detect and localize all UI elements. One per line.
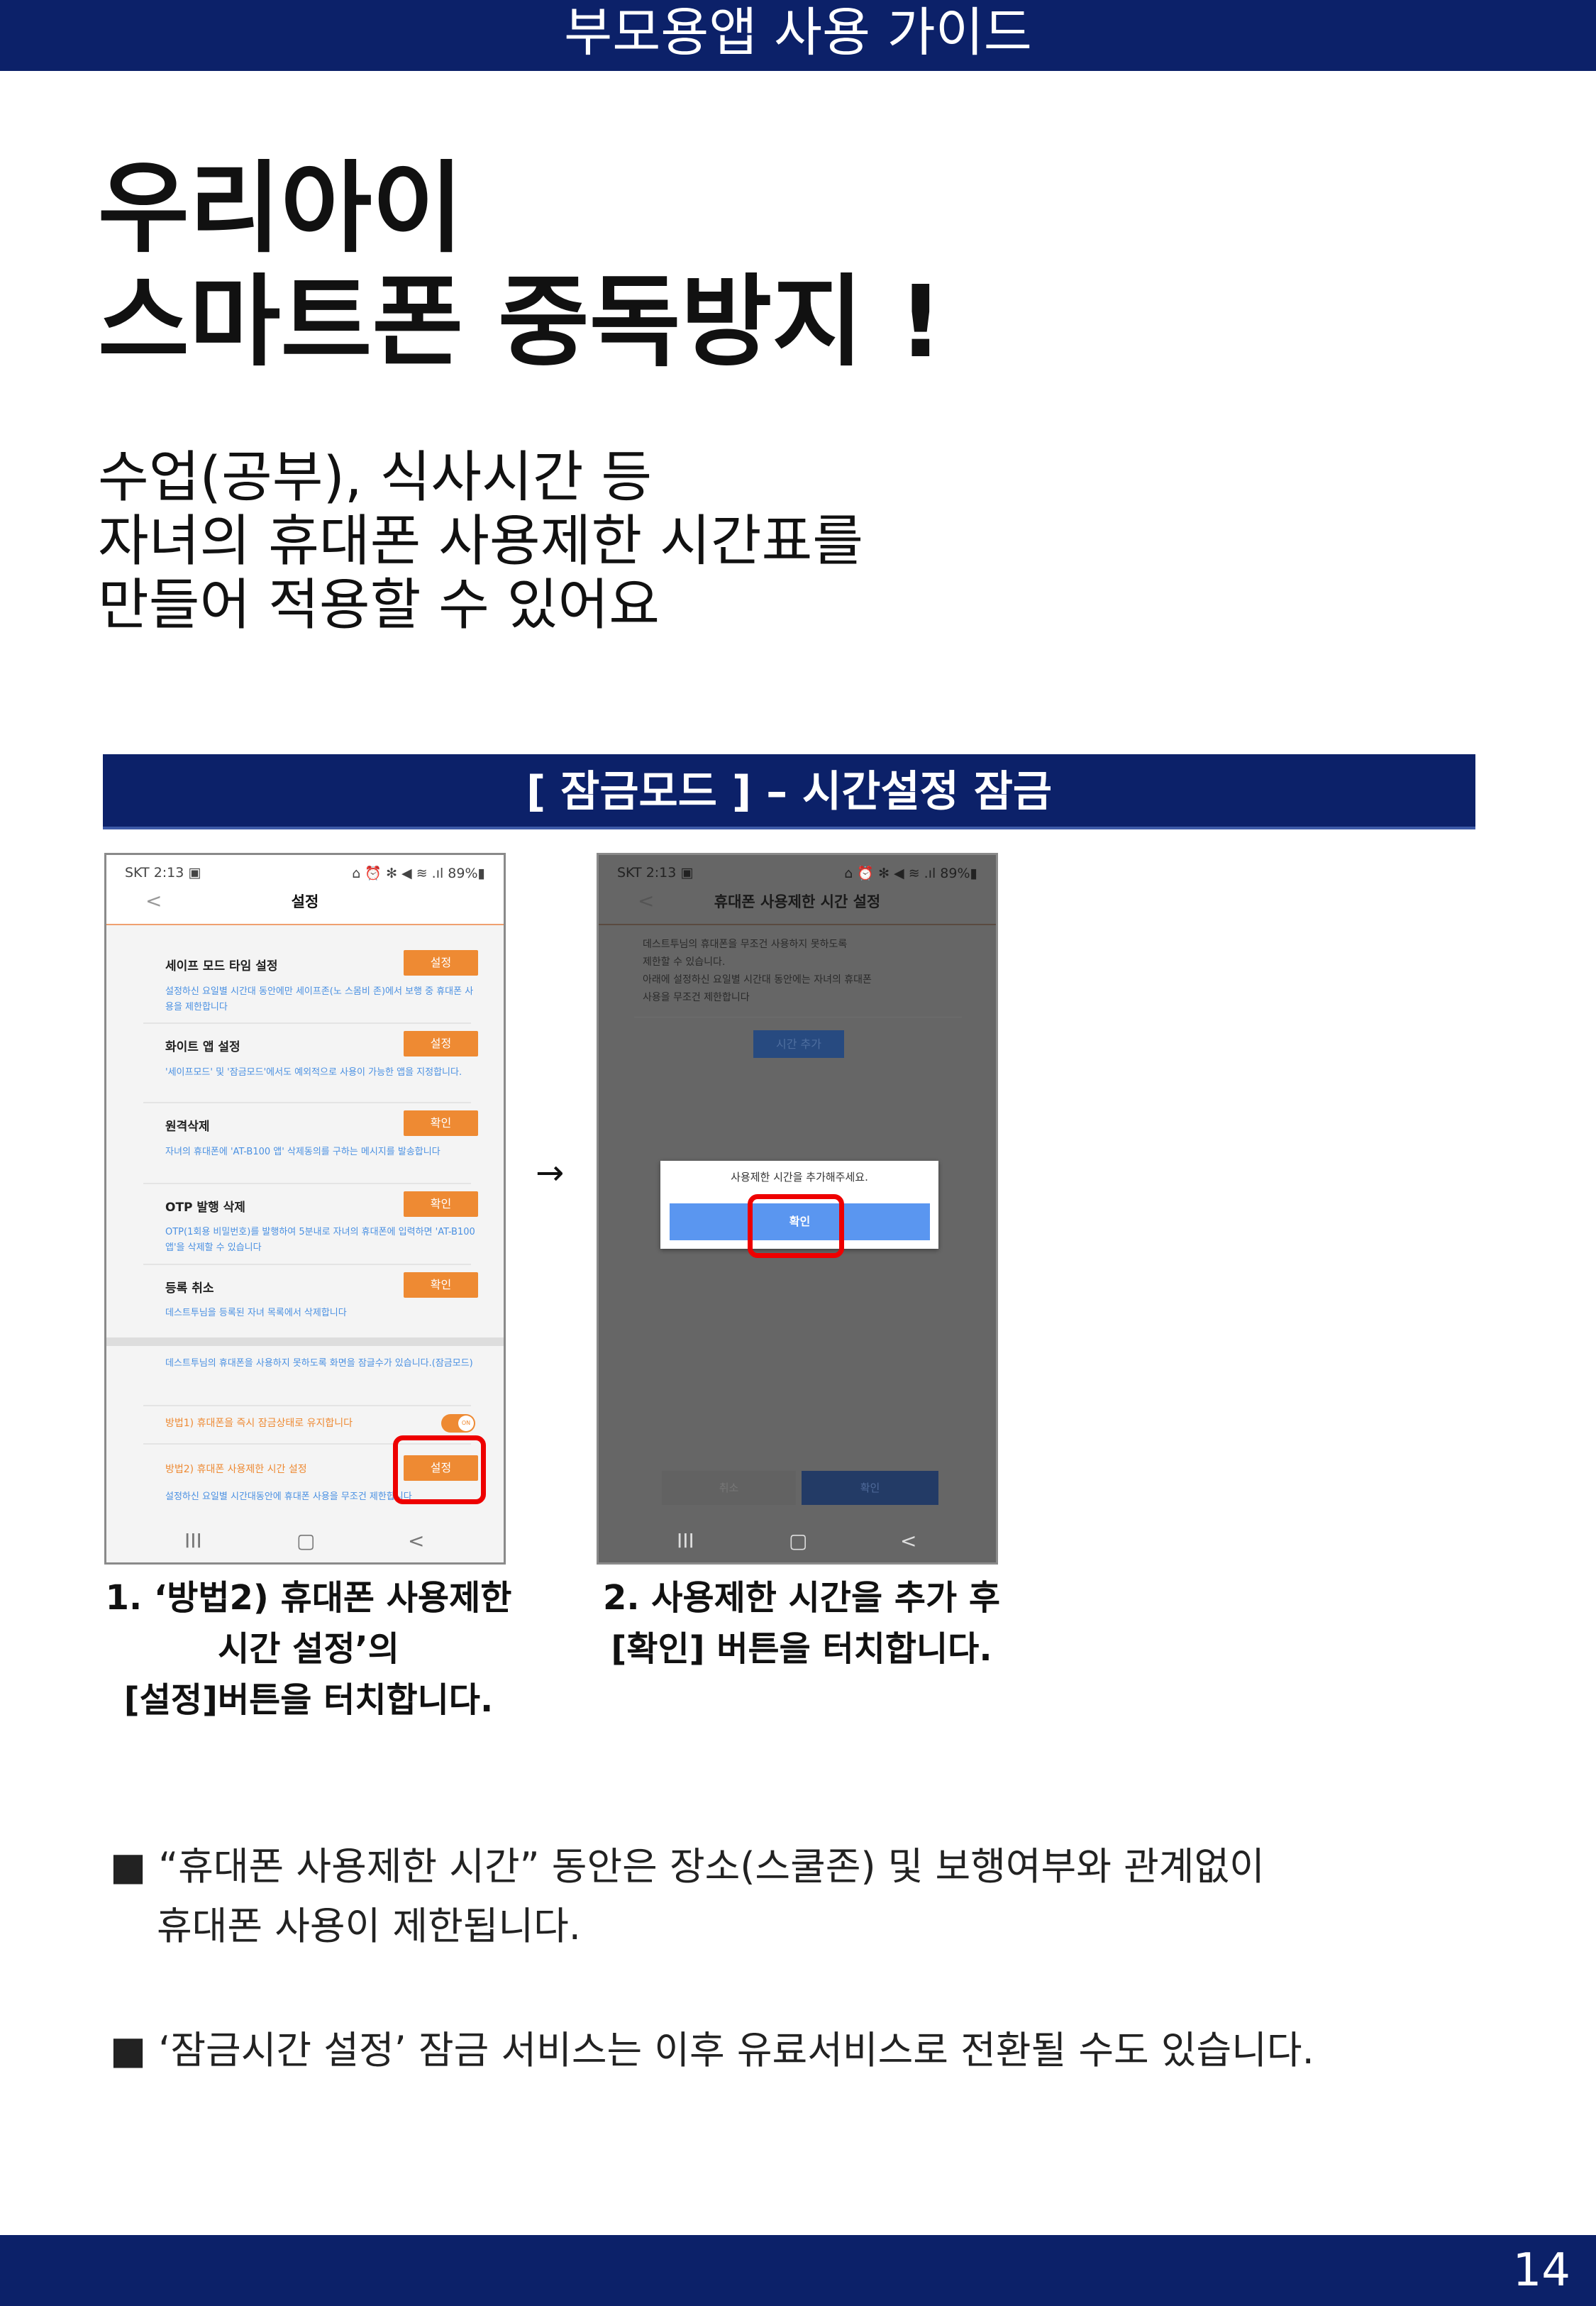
back-icon[interactable]: < xyxy=(145,889,162,912)
item-desc: 자녀의 휴대폰에 'AT-B100 앱' 삭제동의를 구하는 메시지를 발송합니… xyxy=(165,1147,440,1157)
dialog-message: 사용제한 시간을 추가해주세요. xyxy=(731,1171,868,1184)
status-bar-left: SKT 2:13 ▣ xyxy=(125,865,201,881)
desc-line: 제한할 수 있습니다. xyxy=(643,956,726,968)
item-desc: '세이프모드' 및 '잠금모드'에서도 예외적으로 사용이 가능한 앱을 지정합… xyxy=(165,1067,462,1078)
step2-caption: 2. 사용제한 시간을 추가 후 [확인] 버튼을 터치합니다. xyxy=(582,1572,1021,1675)
header-bar: 부모용앱 사용 가이드 xyxy=(0,0,1596,71)
desc-line: 사용을 무조건 제한합니다 xyxy=(643,992,750,1003)
recent-apps-icon[interactable]: III xyxy=(677,1529,694,1552)
cancel-button[interactable]: 취소 xyxy=(662,1471,796,1505)
screen-desc: 데스트투님의 휴대폰을 무조건 사용하지 못하도록 제한할 수 있습니다. 아래… xyxy=(643,936,872,1007)
remote-delete-button[interactable]: 확인 xyxy=(404,1110,478,1136)
phone-screenshot-time-limit: SKT 2:13 ▣ ⌂ ⏰ ✻ ◀︎ ≋ .ıl 89%▮ < 휴대폰 사용제… xyxy=(597,853,998,1565)
desc-line: 아래에 설정하신 요일별 시간대 동안에는 자녀의 휴대폰 xyxy=(643,974,872,986)
confirm-button[interactable]: 확인 xyxy=(802,1471,938,1505)
header-title: 부모용앱 사용 가이드 xyxy=(564,2,1032,63)
subtitle-line: 만들어 적용할 수 있어요 xyxy=(98,573,660,637)
screen-title: 설정 xyxy=(291,893,319,910)
item-title: OTP 발행 삭제 xyxy=(165,1201,245,1215)
toggle-state: ON xyxy=(458,1416,474,1431)
bullet-icon: ■ xyxy=(110,2028,147,2073)
unregister-button[interactable]: 확인 xyxy=(404,1272,478,1298)
method2-desc: 설정하신 요일별 시간대동안에 휴대폰 사용을 무조건 제한합니다 xyxy=(165,1491,412,1502)
recent-apps-icon[interactable]: III xyxy=(184,1529,202,1552)
method2-set-button[interactable]: 설정 xyxy=(404,1455,478,1481)
add-time-button[interactable]: 시간 추가 xyxy=(753,1030,844,1058)
back-nav-icon[interactable]: < xyxy=(408,1529,425,1552)
arrow-icon: → xyxy=(536,1153,565,1193)
safe-mode-time-button[interactable]: 설정 xyxy=(404,950,478,976)
method2-label: 방법2) 휴대폰 사용제한 시간 설정 xyxy=(165,1464,307,1475)
item-title: 화이트 앱 설정 xyxy=(165,1040,240,1054)
phone-screenshot-settings: SKT 2:13 ▣ ⌂ ⏰ ✻ ◀︎ ≋ .ıl 89%▮ < 설정 세이프 … xyxy=(104,853,506,1565)
item-desc: 설정하신 요일별 시간대 동안에만 세이프존(노 스몸비 존)에서 보행 중 휴… xyxy=(165,986,474,1013)
otp-delete-button[interactable]: 확인 xyxy=(404,1191,478,1217)
note-2: ■ ‘잠금시간 설정’ 잠금 서비스는 이후 유료서비스로 전환될 수도 있습니… xyxy=(110,2021,1314,2080)
note-text: “휴대폰 사용제한 시간” 동안은 장소(스쿨존) 및 보행여부와 관계없이 xyxy=(158,1844,1265,1889)
caption-line: [확인] 버튼을 터치합니다. xyxy=(611,1629,992,1669)
subtitle-line: 수업(공부), 식사시간 등 xyxy=(98,446,653,509)
back-icon[interactable]: < xyxy=(638,889,655,912)
bullet-icon: ■ xyxy=(110,1844,147,1889)
caption-line: 1. ‘방법2) 휴대폰 사용제한 xyxy=(105,1578,512,1618)
note-1: ■ “휴대폰 사용제한 시간” 동안은 장소(스쿨존) 및 보행여부와 관계없이… xyxy=(110,1837,1265,1956)
title-line-1: 우리아이 xyxy=(98,151,464,267)
caption-line: [설정]버튼을 터치합니다. xyxy=(123,1680,494,1720)
desc-line: 데스트투님의 휴대폰을 무조건 사용하지 못하도록 xyxy=(643,939,848,950)
page-title: 우리아이 스마트폰 중독방지 ! xyxy=(98,153,943,380)
title-line-2: 스마트폰 중독방지 ! xyxy=(98,265,943,380)
white-app-button[interactable]: 설정 xyxy=(404,1031,478,1057)
footer-bar: 14 xyxy=(0,2235,1596,2306)
dialog-confirm-button[interactable]: 확인 xyxy=(670,1203,930,1240)
status-bar-right: ⌂ ⏰ ✻ ◀︎ ≋ .ıl 89%▮ xyxy=(352,866,485,881)
method1-label: 방법1) 휴대폰을 즉시 잠금상태로 유지합니다 xyxy=(165,1418,353,1429)
screen-title: 휴대폰 사용제한 시간 설정 xyxy=(714,893,881,910)
note-text: 휴대폰 사용이 제한됩니다. xyxy=(157,1904,581,1948)
item-desc: OTP(1회용 비밀번호)를 발행하여 5분내로 자녀의 휴대폰에 입력하면 '… xyxy=(165,1227,475,1253)
note-text: ‘잠금시간 설정’ 잠금 서비스는 이후 유료서비스로 전환될 수도 있습니다. xyxy=(158,2028,1314,2073)
highlight-box xyxy=(748,1194,844,1258)
home-icon[interactable]: ▢ xyxy=(297,1529,316,1552)
subtitle-line: 자녀의 휴대폰 사용제한 시간표를 xyxy=(98,509,864,573)
status-bar-left: SKT 2:13 ▣ xyxy=(617,865,694,881)
subtitle: 수업(공부), 식사시간 등 자녀의 휴대폰 사용제한 시간표를 만들어 적용할… xyxy=(98,446,863,637)
caption-line: 시간 설정’의 xyxy=(218,1629,399,1669)
alert-dialog: 사용제한 시간을 추가해주세요. 확인 xyxy=(660,1161,938,1249)
highlight-box xyxy=(393,1435,486,1504)
lock-mode-desc: 데스트투님의 휴대폰을 사용하지 못하도록 화면을 잠글수가 있습니다.(잠금모… xyxy=(165,1358,473,1369)
back-nav-icon[interactable]: < xyxy=(900,1529,917,1552)
lock-toggle[interactable]: ON xyxy=(441,1414,475,1433)
page-number: 14 xyxy=(1512,2244,1570,2297)
status-bar-right: ⌂ ⏰ ✻ ◀︎ ≋ .ıl 89%▮ xyxy=(844,866,977,881)
item-title: 원격삭제 xyxy=(165,1120,210,1134)
home-icon[interactable]: ▢ xyxy=(789,1529,808,1552)
item-title: 등록 취소 xyxy=(165,1281,214,1296)
step1-caption: 1. ‘방법2) 휴대폰 사용제한 시간 설정’의 [설정]버튼을 터치합니다. xyxy=(71,1572,546,1726)
item-title: 세이프 모드 타임 설정 xyxy=(165,959,278,973)
item-desc: 데스트투님을 등록된 자녀 목록에서 삭제합니다 xyxy=(165,1308,347,1318)
section-banner: [ 잠금모드 ] – 시간설정 잠금 xyxy=(103,754,1475,829)
caption-line: 2. 사용제한 시간을 추가 후 xyxy=(602,1578,1001,1618)
